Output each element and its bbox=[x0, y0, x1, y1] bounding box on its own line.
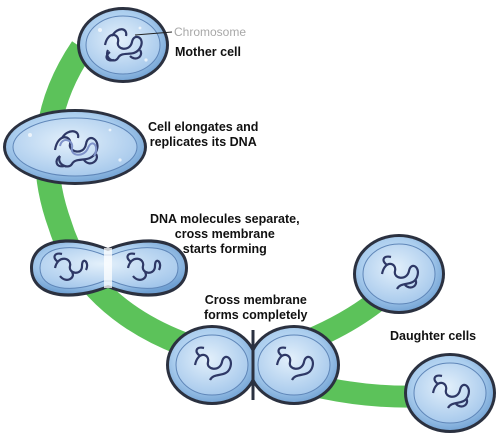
path-main-arc bbox=[35, 41, 243, 372]
stage-label-mother-cell: Mother cell bbox=[175, 45, 241, 59]
chromosome-label: Chromosome bbox=[174, 25, 247, 39]
mother-cell bbox=[77, 7, 169, 83]
stage-label-membrane-complete: Cross membrane forms completely bbox=[204, 293, 308, 322]
stage-label-daughter-cells: Daughter cells bbox=[390, 329, 477, 343]
stage-label-separate: DNA molecules separate, cross membrane s… bbox=[150, 212, 300, 256]
chromosome-pointer bbox=[134, 31, 173, 36]
stage-label-elongates: Cell elongates and replicates its DNA bbox=[148, 120, 259, 149]
left-dna bbox=[53, 252, 89, 281]
dividing-cell bbox=[30, 239, 188, 297]
elongated-cell bbox=[3, 109, 147, 185]
daughter-cell-lower bbox=[404, 353, 496, 433]
mother-cell-dna bbox=[103, 28, 143, 62]
right-dna bbox=[126, 252, 162, 281]
daughter-cell-upper bbox=[353, 234, 445, 314]
cells-with-membrane bbox=[166, 325, 340, 405]
